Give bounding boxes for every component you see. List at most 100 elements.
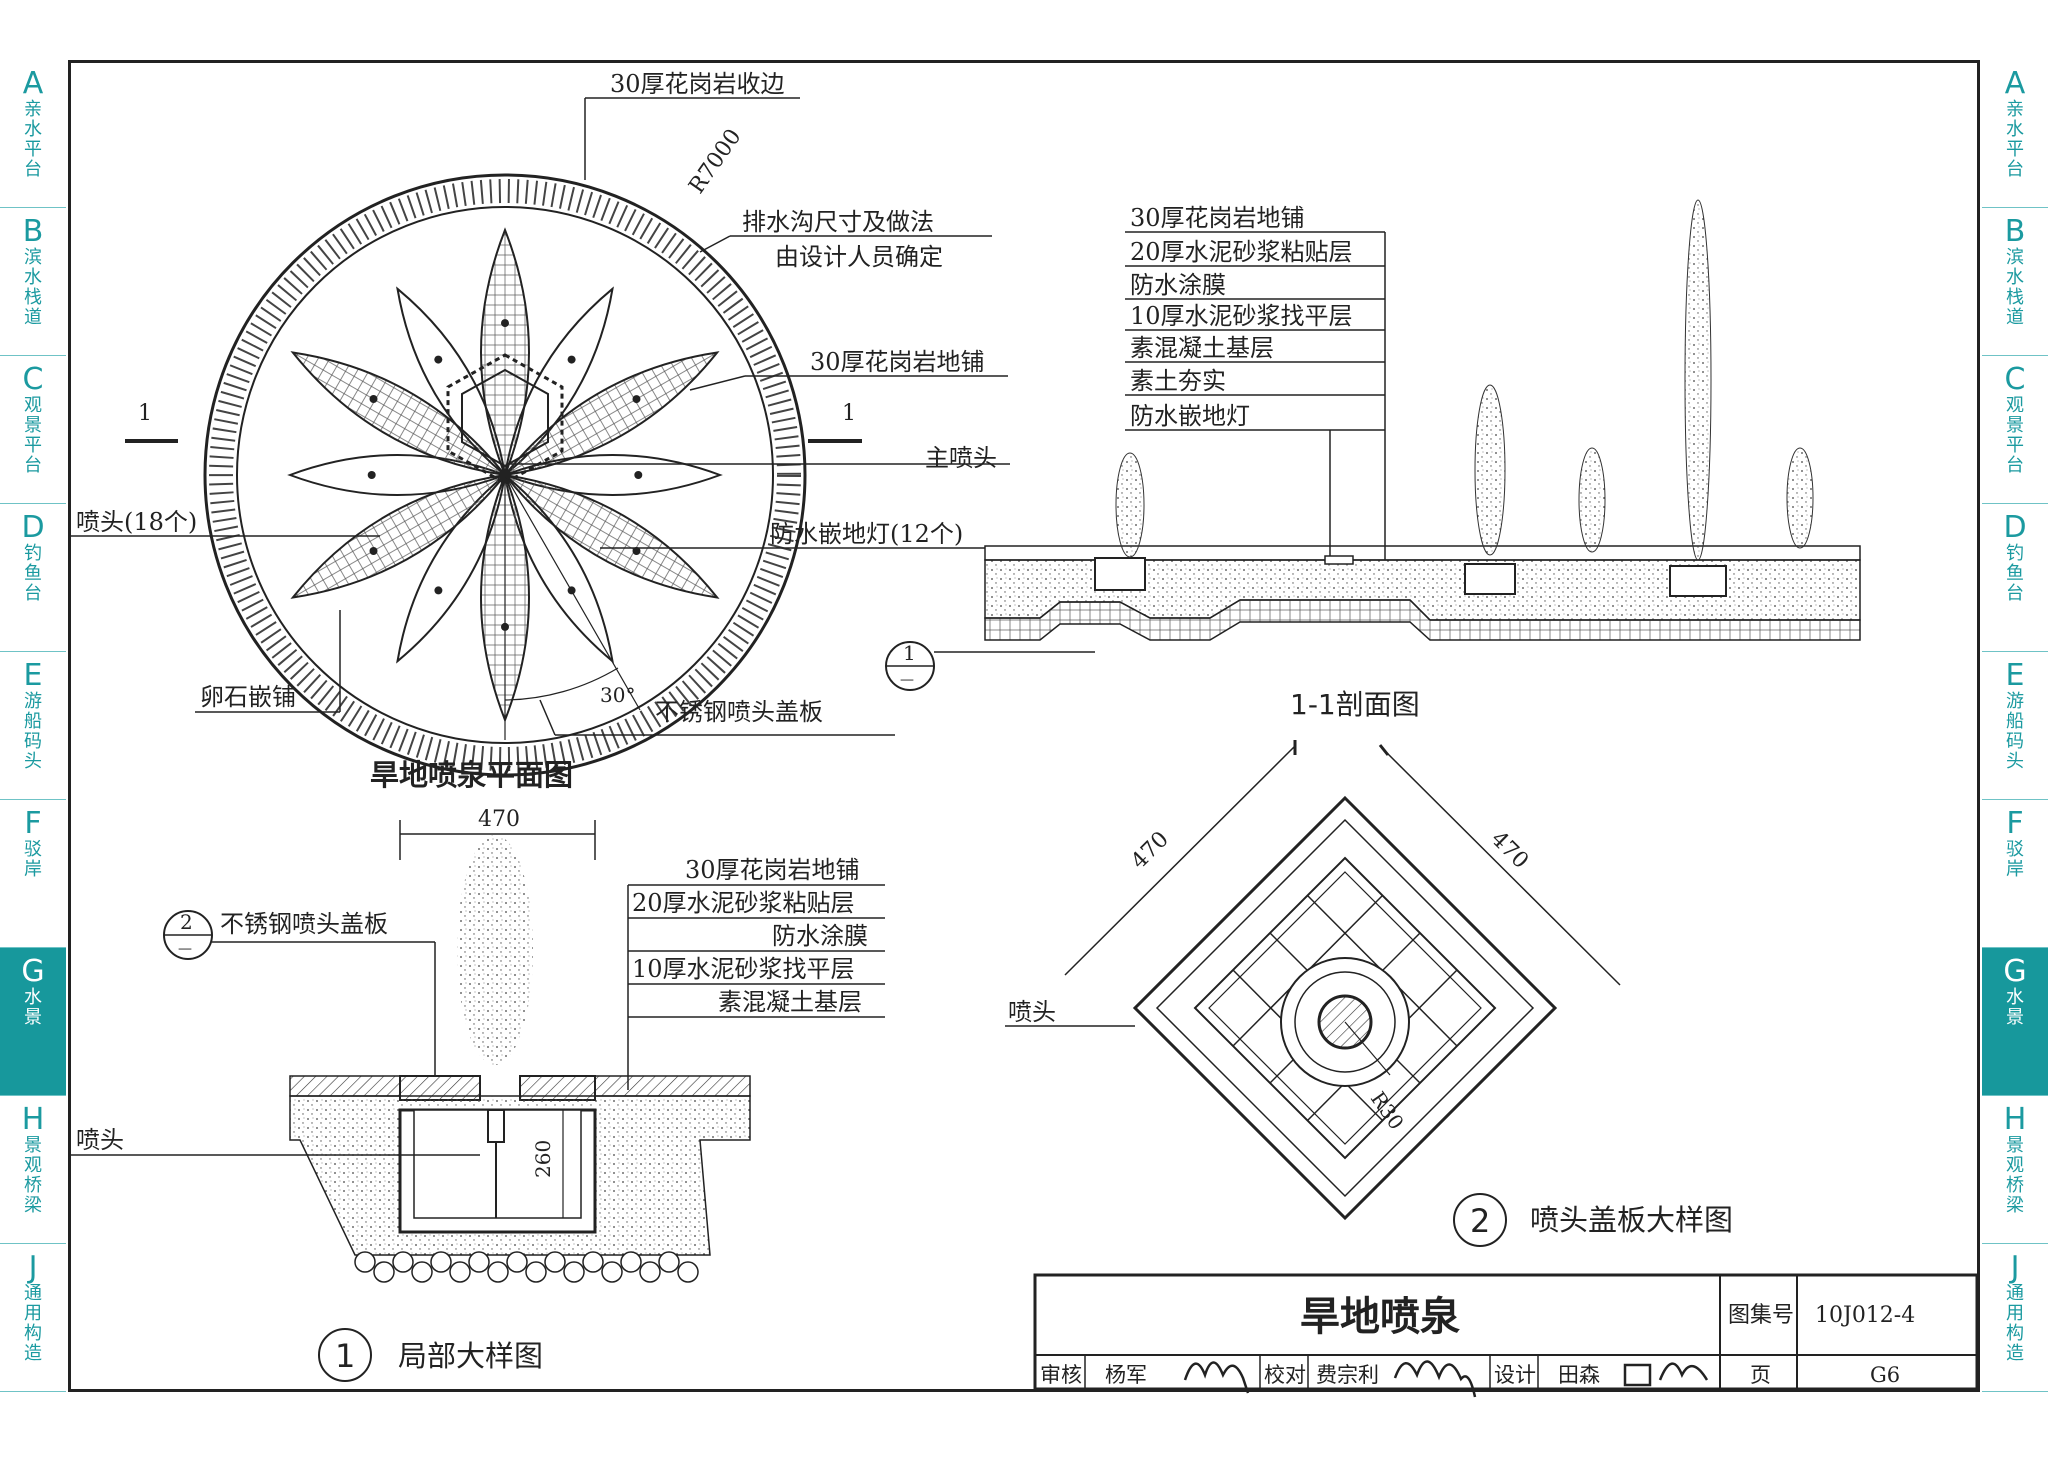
section-title: 1-1剖面图: [1290, 688, 1420, 721]
detail-title: 局部大样图: [398, 1339, 543, 1373]
jet-pit: [1669, 565, 1727, 597]
tab-name: 钓鱼台: [24, 543, 42, 604]
section-layer-2: 20厚水泥砂浆粘贴层: [1130, 238, 1353, 266]
jet-pit: [1094, 557, 1146, 591]
detail-ref-num: 1: [903, 641, 916, 665]
pebble: [354, 1251, 376, 1273]
detail-layer-1: 30厚花岗岩地铺: [685, 856, 860, 884]
atlas-value: 10J012-4: [1815, 1303, 1915, 1328]
pebble: [373, 1261, 395, 1283]
review-name: 杨军: [1105, 1363, 1147, 1387]
pebble: [468, 1251, 490, 1273]
center-hexagon-outer: [446, 353, 564, 485]
label-angle: 30°: [600, 683, 635, 707]
label-granite-edge: 30厚花岗岩收边: [610, 70, 785, 98]
label-cover: 不锈钢喷头盖板: [220, 910, 388, 938]
dimension-line: [1064, 745, 1296, 976]
detail-number-circle: [1453, 1193, 1507, 1247]
plan-title: 旱地喷泉平面图: [370, 758, 573, 792]
review-label: 审核: [1040, 1363, 1082, 1387]
jet-nozzle: [487, 1109, 505, 1143]
compacted-soil: [984, 599, 1861, 641]
pebble: [487, 1261, 509, 1283]
pebble: [544, 1251, 566, 1273]
tab-name: 亲水平台: [24, 99, 42, 180]
label-jets: 喷头(18个): [76, 508, 197, 536]
petal: [396, 286, 507, 478]
tab-letter: H: [21, 1102, 45, 1137]
tab-letter: G: [2003, 954, 2027, 989]
pebble-bed: [354, 1251, 699, 1283]
page-label: 页: [1750, 1363, 1771, 1387]
jet-dot: [632, 395, 641, 404]
label-drain-1: 排水沟尺寸及做法: [742, 208, 934, 236]
tab-letter: A: [22, 66, 44, 101]
radius-leader: [1344, 1021, 1391, 1076]
dimension-tick: [1378, 744, 1390, 756]
tab-name: 游船码头: [24, 691, 42, 772]
signature-check: [1393, 1360, 1477, 1398]
tab-letter: D: [21, 510, 45, 545]
section-1-1: 30厚花岗岩地铺 20厚水泥砂浆粘贴层 防水涂膜 10厚水泥砂浆找平层 素混凝土…: [885, 199, 1861, 721]
detail-number: 2: [1470, 1202, 1490, 1240]
water-jet: [1578, 447, 1606, 553]
tab-letter: B: [22, 214, 44, 249]
detail-layer-2: 20厚水泥砂浆粘贴层: [632, 889, 855, 917]
label-pebble: 卵石嵌铺: [200, 683, 296, 711]
tab-letter: A: [2004, 66, 2026, 101]
dim-width: 470: [478, 807, 520, 832]
drawing-frame: [68, 60, 1980, 1392]
tab-letter: C: [2004, 362, 2026, 397]
tab-name: 滨水栈道: [2006, 247, 2024, 328]
granite-edge-pattern: [209, 179, 801, 771]
water-jet: [1786, 447, 1814, 549]
jet-dot: [369, 395, 378, 403]
label-jet: 喷头: [1008, 998, 1056, 1026]
tab-letter: G: [21, 954, 45, 989]
section-layer-1: 30厚花岗岩地铺: [1130, 204, 1305, 232]
detail-title: 喷头盖板大样图: [1530, 1203, 1733, 1237]
tab-name: 通用构造: [2006, 1283, 2024, 1364]
title-block: 旱地喷泉 图集号 10J012-4 审核 杨军 校对 费宗利 设计 田森 页 G…: [1033, 1273, 1979, 1398]
water-jet: [1115, 452, 1145, 558]
paving-slab: [289, 1075, 401, 1097]
cover-outer-inner: [1155, 818, 1535, 1198]
detail-number: 1: [335, 1337, 355, 1375]
dim-b: 470: [1486, 827, 1533, 874]
detail-ref-sub: —: [900, 672, 914, 688]
section-layer-3: 防水涂膜: [1130, 271, 1226, 299]
jet-dot: [434, 355, 443, 364]
dim-a: 470: [1127, 827, 1174, 874]
pebble: [525, 1261, 547, 1283]
petal: [502, 351, 720, 477]
tab-name: 游船码头: [2006, 691, 2024, 772]
tab-name: 观景平台: [24, 395, 42, 476]
design-name: 田森: [1558, 1363, 1600, 1387]
tab-name: 水景: [2006, 987, 2024, 1028]
leader: [699, 235, 731, 253]
cover-frame: [1193, 856, 1497, 1160]
section-layer-6: 素土夯实: [1130, 367, 1226, 395]
detail-layer-3: 防水涂膜: [772, 922, 868, 950]
